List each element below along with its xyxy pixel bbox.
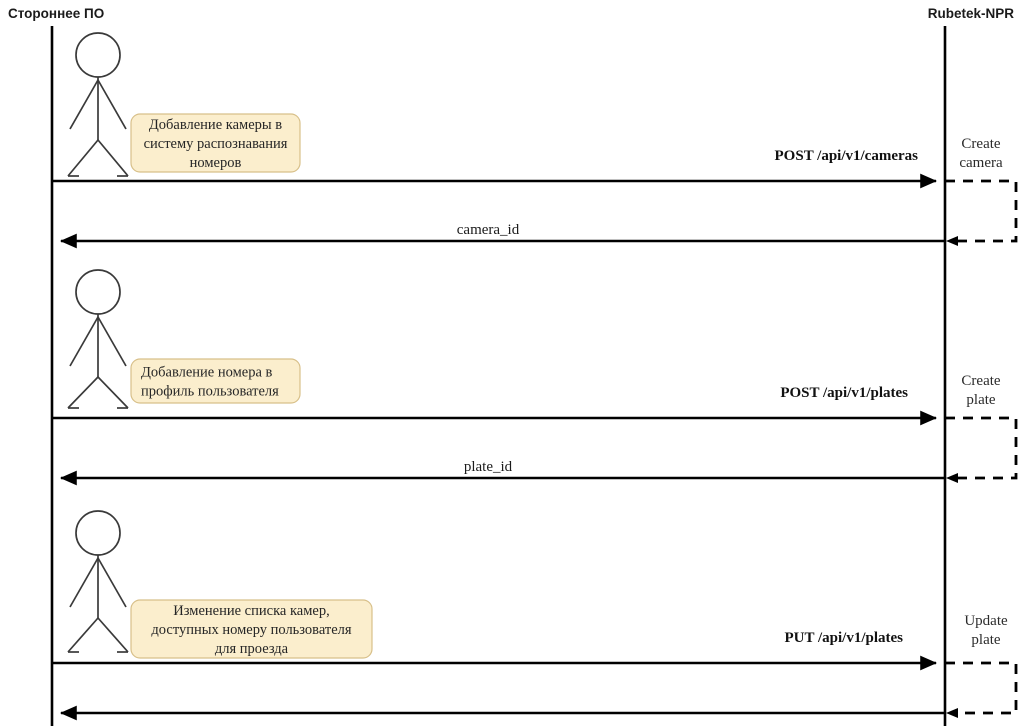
actor-arm-left [69, 557, 99, 608]
actor-head [75, 32, 121, 78]
note-text-line: номеров [190, 155, 242, 171]
participant-headers: Стороннее ПО Rubetek-NPR [8, 6, 1014, 21]
actor-arm-right [97, 79, 127, 130]
note-text-line: Добавление камеры в [149, 117, 282, 133]
actor-leg-left [67, 617, 99, 653]
self-activation-label-line: plate [971, 632, 1000, 648]
note-note-add-camera: Добавление камеры в систему распознавания… [130, 113, 301, 173]
self-activation-label-line: Update [964, 613, 1008, 629]
message-label: PUT /api/v1/plates [785, 630, 904, 646]
note-note-add-plate: Добавление номера в профиль пользователя [130, 358, 301, 404]
note-background [130, 358, 301, 404]
self-activation-arrowhead [946, 473, 958, 483]
message-msg-create-plate: POST /api/v1/plates [52, 385, 938, 426]
message-label: POST /api/v1/plates [780, 385, 908, 401]
note-text-line: Добавление номера в [141, 365, 273, 381]
actor-arm-right [97, 316, 127, 367]
self-activation-label-line: plate [966, 392, 995, 408]
message-msg-plate-id: plate_id [59, 459, 945, 486]
self-activation-arrowhead [946, 236, 958, 246]
self-activation-loop: Update plate [945, 613, 1018, 718]
message-label: plate_id [464, 459, 513, 475]
actor-leg-right [97, 617, 129, 653]
note-text-line: для проезда [215, 641, 289, 657]
message-msg-camera-id: camera_id [59, 222, 945, 249]
message-label: camera_id [457, 222, 520, 238]
message-msg-create-camera: POST /api/v1/cameras [52, 148, 938, 189]
actor-figures [67, 32, 129, 653]
actor-figure [67, 269, 129, 409]
self-activation-label-line: Create [961, 373, 1000, 389]
actor-head [75, 269, 121, 315]
actor-head [75, 510, 121, 556]
self-activation-path [945, 179, 1018, 243]
note-background [130, 113, 301, 173]
note-text-line: доступных номеру пользователя [151, 622, 352, 638]
participant-label-client: Стороннее ПО [8, 6, 104, 21]
lifelines [50, 26, 947, 726]
actor-leg-left [67, 376, 99, 409]
note-text-line: систему распознавания [144, 136, 288, 152]
actor-leg-left [67, 139, 99, 177]
note-boxes: Добавление камеры в систему распознавания… [130, 113, 373, 659]
actor-leg-right [97, 376, 129, 409]
note-background [130, 599, 373, 659]
self-activation-arrowhead [946, 708, 958, 718]
actor-arm-right [97, 557, 127, 608]
actor-figure [67, 32, 129, 177]
actor-figure [67, 510, 129, 653]
actor-arm-left [69, 316, 99, 367]
self-activation-label-line: Create [961, 136, 1000, 152]
actor-leg-right [97, 139, 129, 177]
self-activation-path [945, 661, 1018, 715]
actor-arm-left [69, 79, 99, 130]
note-note-update-plate: Изменение списка камер, доступных номеру … [130, 599, 373, 659]
self-activation-loop: Create plate [945, 373, 1018, 483]
message-label: POST /api/v1/cameras [775, 148, 919, 164]
message-msg-update-plate: PUT /api/v1/plates [52, 630, 938, 671]
self-activation-loop: Create camera [945, 136, 1018, 246]
note-text-line: профиль пользователя [141, 384, 279, 400]
participant-label-npr: Rubetek-NPR [928, 6, 1015, 21]
self-activation-label-line: camera [959, 155, 1003, 171]
note-text-line: Изменение списка камер, [173, 603, 329, 619]
self-activation-path [945, 416, 1018, 480]
